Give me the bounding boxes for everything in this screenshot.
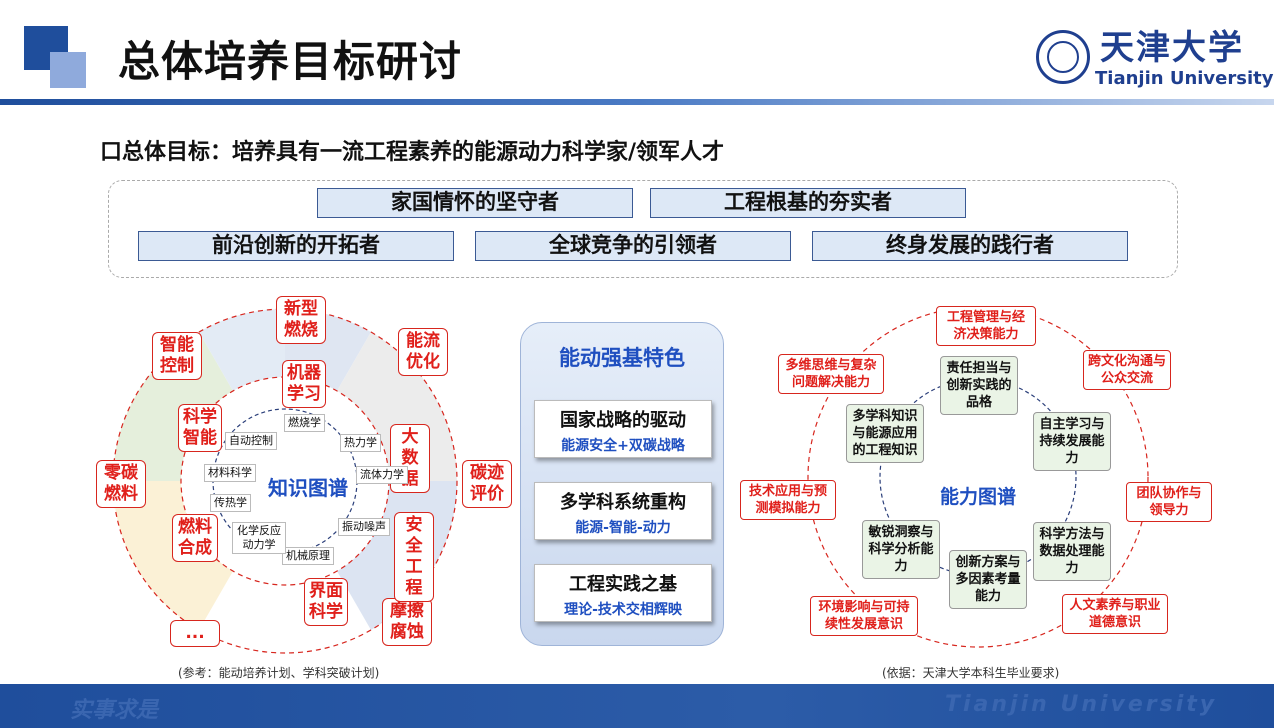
outer-friction: 摩擦腐蚀 [382, 598, 432, 646]
ability-inner-4: 创新方案与多因素考量能力 [949, 550, 1027, 609]
mid-safety: 安全工程 [394, 512, 434, 602]
feature-card-2-title: 多学科系统重构 [560, 492, 686, 513]
logo-en: Tianjin University [1095, 68, 1274, 89]
roles-box [108, 180, 1178, 278]
role-2: 工程根基的夯实者 [650, 188, 966, 218]
role-5: 终身发展的践行者 [812, 231, 1128, 261]
inner-heat-transfer: 传热学 [210, 494, 251, 512]
inner-materials: 材料科学 [204, 464, 256, 482]
role-3: 前沿创新的开拓者 [138, 231, 454, 261]
ability-reference: (依据：天津大学本科生毕业要求) [882, 666, 1060, 680]
footer-university: Tianjin University [945, 692, 1218, 717]
outer-energy-flow: 能流优化 [398, 328, 448, 376]
decor-square-light [50, 52, 86, 88]
ability-inner-2: 自主学习与持续发展能力 [1033, 412, 1111, 471]
page-title: 总体培养目标研讨 [118, 37, 463, 86]
mid-science-ai: 科学智能 [178, 404, 222, 452]
inner-auto-control: 自动控制 [225, 432, 277, 450]
header-divider [0, 99, 1274, 105]
feature-card-1: 国家战略的驱动 能源安全+双碳战略 [534, 400, 712, 458]
ability-outer-ring [807, 306, 1149, 648]
inner-mechanism: 机械原理 [282, 547, 334, 565]
feature-card-1-title: 国家战略的驱动 [560, 410, 686, 431]
outer-carbon-eval: 碳迹评价 [462, 460, 512, 508]
feature-card-2: 多学科系统重构 能源-智能-动力 [534, 482, 712, 540]
feature-card-3-sub: 理论-技术交相辉映 [564, 602, 682, 618]
inner-fluid: 流体力学 [356, 466, 408, 484]
outer-new-combustion: 新型燃烧 [276, 296, 326, 344]
footer-bar [0, 684, 1274, 728]
ability-outer-2: 跨文化沟通与公众交流 [1083, 350, 1171, 390]
inner-combustion: 燃烧学 [284, 414, 325, 432]
overall-goal: 口总体目标：培养具有一流工程素养的能源动力科学家/领军人才 [100, 140, 725, 165]
feature-card-3: 工程实践之基 理论-技术交相辉映 [534, 564, 712, 622]
inner-thermo: 热力学 [340, 434, 381, 452]
mid-machine-learning: 机器学习 [282, 360, 326, 408]
ability-outer-5: 环境影响与可持续性发展意识 [810, 596, 918, 636]
feature-card-2-sub: 能源-智能-动力 [575, 520, 671, 536]
feature-card-3-title: 工程实践之基 [569, 574, 677, 595]
footer-motto: 实事求是 [70, 698, 159, 723]
inner-reaction: 化学反应动力学 [232, 522, 286, 554]
university-seal-inner-icon [1047, 41, 1079, 73]
ability-inner-3: 科学方法与数据处理能力 [1033, 522, 1111, 581]
university-seal-icon [1036, 30, 1090, 84]
ability-outer-3: 团队协作与领导力 [1126, 482, 1212, 522]
feature-card-1-sub: 能源安全+双碳战略 [561, 438, 685, 454]
mid-interface: 界面科学 [304, 578, 348, 626]
role-1: 家国情怀的坚守者 [317, 188, 633, 218]
features-title: 能动强基特色 [559, 346, 685, 370]
knowledge-center: 知识图谱 [268, 476, 348, 500]
ability-outer-6: 技术应用与预测模拟能力 [740, 480, 836, 520]
ability-inner-5: 敏锐洞察与科学分析能力 [862, 520, 940, 579]
outer-smart-control: 智能控制 [152, 332, 202, 380]
ability-inner-1: 责任担当与创新实践的品格 [940, 356, 1018, 415]
ability-inner-6: 多学科知识与能源应用的工程知识 [846, 404, 924, 463]
outer-zero-carbon: 零碳燃料 [96, 460, 146, 508]
outer-ellipsis: ... [170, 620, 220, 647]
role-4: 全球竞争的引领者 [475, 231, 791, 261]
ability-outer-1: 工程管理与经济决策能力 [936, 306, 1036, 346]
mid-fuel-synthesis: 燃料合成 [172, 514, 218, 562]
inner-vibration: 振动噪声 [338, 518, 390, 536]
ability-outer-7: 多维思维与复杂问题解决能力 [778, 354, 884, 394]
logo-cn: 天津大学 [1100, 28, 1244, 68]
ability-outer-4: 人文素养与职业道德意识 [1062, 594, 1168, 634]
ability-inner-ring [879, 378, 1077, 576]
ability-center: 能力图谱 [940, 486, 1017, 508]
knowledge-reference: (参考：能动培养计划、学科突破计划) [178, 666, 380, 680]
ability-map [807, 306, 1149, 648]
